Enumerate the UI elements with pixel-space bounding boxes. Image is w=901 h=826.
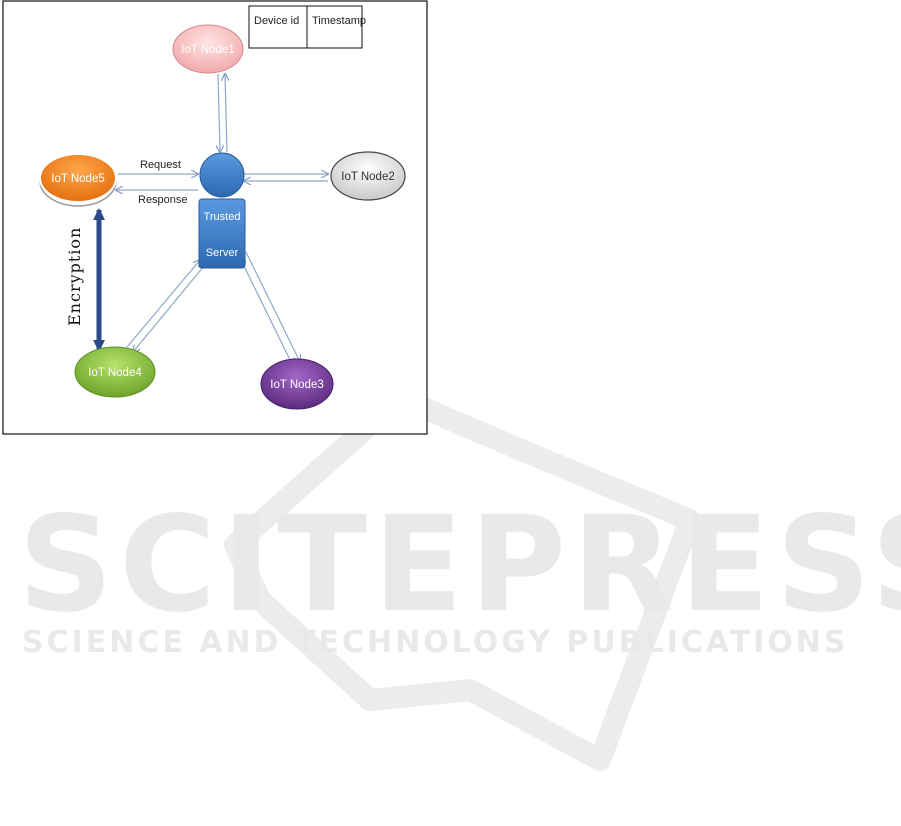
trusted-server: Trusted Server [199,153,245,268]
encryption-label: Encryption [65,227,84,326]
node5-label: IoT Node5 [51,173,105,185]
response-label: Response [138,194,188,206]
request-label: Request [140,159,181,171]
packet-table: Device id Timestamp [249,6,366,48]
node4-label: IoT Node4 [88,367,142,379]
watermark-small-text: SCIENCE AND TECHNOLOGY PUBLICATIONS [22,625,849,660]
server-label-line1: Trusted [204,211,241,223]
node1-label: IoT Node1 [181,44,235,56]
node3-label: IoT Node3 [270,379,324,391]
iot-node-3: IoT Node3 [261,359,333,409]
iot-node-1: IoT Node1 [173,25,243,73]
server-head-icon [200,153,244,197]
table-cell-device-id [249,6,307,48]
table-cell-timestamp [307,6,362,48]
table-header-device-id: Device id [254,15,299,27]
server-label-line2: Server [206,247,239,259]
table-header-timestamp: Timestamp [312,15,366,27]
watermark: SCITEPRESS SCIENCE AND TECHNOLOGY PUBLIC… [18,398,901,760]
iot-node-5: IoT Node5 [40,154,116,206]
iot-node-2: IoT Node2 [331,152,405,200]
node2-label: IoT Node2 [341,171,395,183]
watermark-big-text: SCITEPRESS [18,488,901,642]
iot-node-4: IoT Node4 [75,347,155,397]
